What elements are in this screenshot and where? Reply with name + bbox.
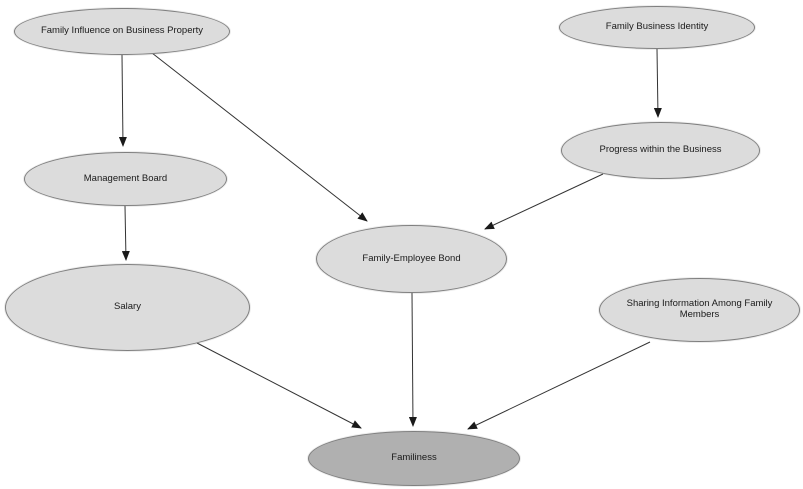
node-sharing-info: Sharing Information Among Family Members <box>599 278 800 342</box>
node-progress-business: Progress within the Business <box>561 122 760 179</box>
node-familiness: Familiness <box>308 431 520 486</box>
edge-sharing-info-to-familiness <box>467 341 651 430</box>
node-progress-business-label: Progress within the Business <box>599 144 722 156</box>
node-salary-label: Salary <box>114 301 141 313</box>
edge-family-employee-bond-to-familiness <box>408 292 417 427</box>
edge-family-influence-to-management-board <box>118 54 127 147</box>
node-family-influence-label: Family Influence on Business Property <box>40 25 204 37</box>
edge-salary-to-familiness <box>196 342 362 429</box>
node-management-board: Management Board <box>24 152 227 206</box>
node-sharing-info-label: Sharing Information Among Family Members <box>626 298 773 320</box>
edge-progress-business-to-family-employee-bond <box>484 173 604 230</box>
edge-family-business-identity-to-progress-business <box>653 48 662 118</box>
node-family-employee-bond: Family-Employee Bond <box>316 225 507 293</box>
node-familiness-label: Familiness <box>391 452 437 464</box>
edge-management-board-to-salary <box>121 205 130 261</box>
node-family-influence: Family Influence on Business Property <box>14 8 230 55</box>
node-salary: Salary <box>5 264 250 351</box>
node-family-employee-bond-label: Family-Employee Bond <box>362 252 461 264</box>
node-management-board-label: Management Board <box>83 172 168 184</box>
node-family-business-identity-label: Family Business Identity <box>605 21 709 33</box>
node-family-business-identity: Family Business Identity <box>559 6 755 49</box>
